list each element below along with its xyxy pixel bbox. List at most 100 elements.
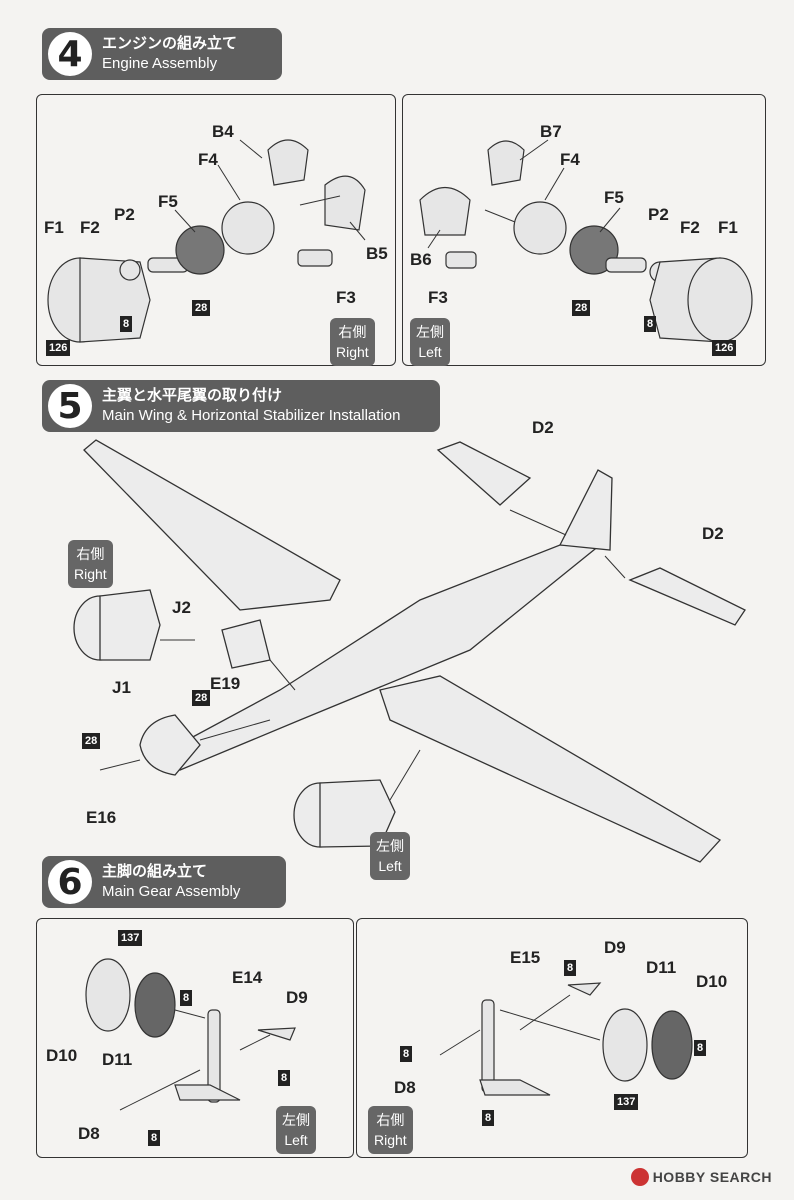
part-label-e19: E19 xyxy=(210,674,241,693)
tail-fin-shape xyxy=(558,469,613,551)
part-label-b6: B6 xyxy=(410,250,432,269)
part-label-d8: D8 xyxy=(78,1124,100,1143)
part-label-f3-left: F3 xyxy=(428,288,448,307)
step-5-banner: 5 主翼と水平尾翼の取り付け Main Wing & Horizontal St… xyxy=(42,380,440,432)
gear-left-panel xyxy=(36,918,354,1158)
step-6-banner: 6 主脚の組み立て Main Gear Assembly xyxy=(42,856,286,908)
side-en: Right xyxy=(336,344,369,360)
paint-28-left: 28 xyxy=(572,300,591,316)
engine-right-panel xyxy=(36,94,396,366)
stabilizer-d2-top-shape xyxy=(436,441,532,506)
paint-8: 8 xyxy=(120,316,133,332)
paint-28: 28 xyxy=(192,300,211,316)
part-label-f3: F3 xyxy=(336,288,356,307)
part-label-j1: J1 xyxy=(112,678,131,697)
side-jp: 左側 xyxy=(416,324,444,340)
part-label-b5: B5 xyxy=(366,244,388,263)
part-b7-shape xyxy=(487,140,525,186)
paint-8: 8 xyxy=(148,1130,161,1146)
step-4-banner: 4 エンジンの組み立て Engine Assembly xyxy=(42,28,282,80)
part-b5-shape xyxy=(324,175,366,231)
hobby-search-logo-icon xyxy=(630,1168,649,1186)
part-label-f4-left: F4 xyxy=(560,150,580,169)
part-b6-shape xyxy=(419,186,471,236)
engine-left-body xyxy=(319,779,396,848)
side-jp: 左側 xyxy=(376,838,404,854)
gear-door-left xyxy=(174,1084,241,1101)
part-f3-shape xyxy=(297,249,333,267)
part-p2-left-shape xyxy=(605,257,647,273)
part-label-d2-right: D2 xyxy=(702,524,724,543)
part-label-e16: E16 xyxy=(86,808,117,827)
watermark: HOBBY SEARCH xyxy=(630,1168,772,1186)
side-badge-right: 右側 Right xyxy=(368,1106,413,1154)
watermark-text: HOBBY SEARCH xyxy=(652,1169,772,1185)
part-d9-right-shape xyxy=(567,982,602,996)
part-b4-shape xyxy=(267,139,309,186)
side-jp: 右側 xyxy=(338,324,367,340)
step-title-en: Engine Assembly xyxy=(102,55,218,72)
part-label-d9-right: D9 xyxy=(604,938,626,957)
paint-137: 137 xyxy=(614,1094,639,1110)
step-title-jp: 主翼と水平尾翼の取り付け xyxy=(102,387,283,404)
paint-8-left: 8 xyxy=(644,316,657,332)
part-d9-left-shape xyxy=(257,1027,296,1041)
side-badge-right: 右側 Right xyxy=(68,540,113,588)
side-jp: 右側 xyxy=(376,1112,405,1128)
step-title-jp: 主脚の組み立て xyxy=(102,863,208,880)
side-jp: 左側 xyxy=(282,1112,310,1128)
paint-137: 137 xyxy=(118,930,143,946)
side-badge-left: 左側 Left xyxy=(370,832,410,880)
stabilizer-d2-right-shape xyxy=(628,567,746,626)
part-label-b7: B7 xyxy=(540,122,562,141)
step-title-en: Main Gear Assembly xyxy=(102,883,241,900)
side-en: Left xyxy=(378,858,402,874)
side-jp: 右側 xyxy=(76,546,105,562)
side-en: Right xyxy=(74,566,107,582)
part-label-p2: P2 xyxy=(114,205,135,224)
part-label-f4: F4 xyxy=(198,150,218,169)
strut-e14-shape xyxy=(207,1009,221,1103)
paint-8: 8 xyxy=(694,1040,707,1056)
part-label-e14: E14 xyxy=(232,968,263,987)
left-wing-shape xyxy=(379,675,722,863)
step-title-jp: エンジンの組み立て xyxy=(102,35,238,52)
part-f3-left-shape xyxy=(445,251,477,269)
part-label-b4: B4 xyxy=(212,122,234,141)
part-label-d10-right: D10 xyxy=(696,972,728,991)
side-badge-right: 右側 Right xyxy=(330,318,375,366)
part-f5-shape xyxy=(175,225,225,275)
part-label-d11-right: D11 xyxy=(646,958,677,977)
part-label-d8-right: D8 xyxy=(394,1078,416,1097)
side-en: Left xyxy=(418,344,442,360)
gear-right-panel xyxy=(356,918,748,1158)
paint-28: 28 xyxy=(82,733,101,749)
strut-e15-shape xyxy=(481,999,495,1093)
side-badge-left: 左側 Left xyxy=(276,1106,316,1154)
paint-8: 8 xyxy=(564,960,577,976)
paint-8: 8 xyxy=(482,1110,495,1126)
part-label-p2-left: P2 xyxy=(648,205,669,224)
part-label-f2-left: F2 xyxy=(680,218,700,237)
part-f4-left-shape xyxy=(513,201,567,255)
paint-126: 126 xyxy=(46,340,71,356)
step-number: 5 xyxy=(48,384,92,428)
part-j1-shape xyxy=(139,714,201,776)
part-label-e15: E15 xyxy=(510,948,541,967)
side-en: Right xyxy=(374,1132,407,1148)
step-number: 6 xyxy=(48,860,92,904)
part-label-d11: D11 xyxy=(102,1050,133,1069)
part-label-f5: F5 xyxy=(158,192,178,211)
engine-left-panel xyxy=(402,94,766,366)
side-en: Left xyxy=(284,1132,308,1148)
side-badge-left: 左側 Left xyxy=(410,318,450,366)
part-label-j2: J2 xyxy=(172,598,191,617)
engine-right-body xyxy=(99,589,161,661)
part-f4-shape xyxy=(221,201,275,255)
paint-8: 8 xyxy=(400,1046,413,1062)
step-title-en: Main Wing & Horizontal Stabilizer Instal… xyxy=(102,407,401,424)
part-label-d2-top: D2 xyxy=(532,418,554,437)
